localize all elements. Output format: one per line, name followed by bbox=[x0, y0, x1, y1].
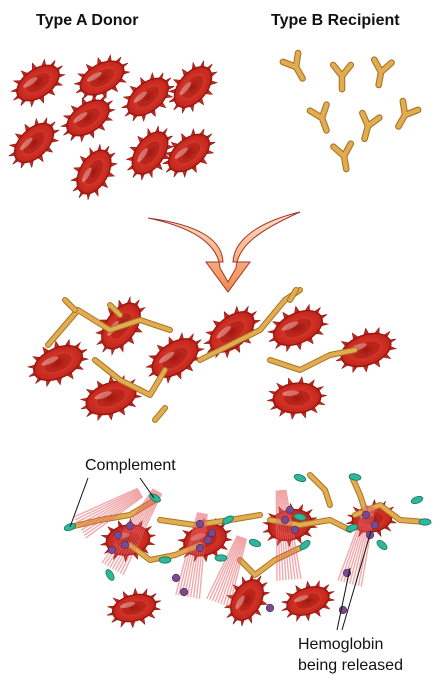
being-released-label: being released bbox=[298, 657, 403, 675]
complement-protein bbox=[375, 539, 388, 552]
free-antibody bbox=[333, 144, 355, 171]
bound-antibody bbox=[310, 475, 330, 505]
agglutinated-red-blood-cell bbox=[74, 368, 148, 428]
hemoglobin-particle bbox=[196, 544, 204, 552]
hemoglobin-particle bbox=[114, 531, 122, 539]
complement-protein bbox=[293, 473, 306, 483]
hemoglobin-particle bbox=[196, 520, 204, 528]
donor-red-blood-cell bbox=[62, 136, 126, 207]
complement-label: Complement bbox=[85, 457, 176, 475]
complement-protein bbox=[104, 568, 116, 582]
hemoglobin-label: Hemoglobin bbox=[298, 636, 383, 654]
antibody-bridge bbox=[290, 290, 296, 300]
hemoglobin-particle bbox=[204, 536, 212, 544]
free-antibody bbox=[391, 101, 418, 131]
hemoglobin-particle bbox=[291, 526, 299, 534]
bound-antibody bbox=[352, 477, 365, 510]
complement-protein bbox=[419, 519, 431, 525]
free-antibody bbox=[310, 105, 335, 134]
type-a-donor-header: Type A Donor bbox=[36, 12, 139, 30]
hemoglobin-particle bbox=[121, 541, 129, 549]
type-b-recipient-header: Type B Recipient bbox=[271, 12, 400, 30]
donor-red-blood-cell bbox=[153, 119, 224, 187]
free-antibody bbox=[370, 60, 392, 87]
hemoglobin-particle bbox=[371, 521, 379, 529]
agglutinated-red-blood-cell bbox=[265, 375, 328, 421]
complement-protein bbox=[410, 495, 423, 505]
antibody-bridge bbox=[155, 408, 165, 420]
reaction-arrow bbox=[148, 212, 300, 292]
agglutinated-red-blood-cell bbox=[260, 296, 335, 360]
lysed-red-blood-cell bbox=[275, 574, 340, 628]
free-antibody bbox=[356, 113, 379, 141]
hemoglobin-particle bbox=[362, 511, 370, 519]
donor-red-blood-cell bbox=[0, 108, 69, 178]
hemoglobin-particle bbox=[286, 506, 294, 514]
hemoglobin-particle bbox=[281, 516, 289, 524]
hemoglobin-particle bbox=[126, 522, 134, 530]
agglutinated-red-blood-cell bbox=[20, 331, 95, 395]
hemoglobin-particle bbox=[108, 546, 116, 554]
hemoglobin-particle bbox=[208, 529, 216, 537]
complement-protein bbox=[248, 538, 261, 548]
free-antibody bbox=[333, 65, 351, 89]
hemoglobin-particle bbox=[180, 588, 188, 596]
antibody-bridge bbox=[65, 300, 75, 310]
lysed-red-blood-cell bbox=[102, 583, 166, 633]
donor-red-blood-cell bbox=[2, 50, 74, 116]
hemoglobin-particle bbox=[266, 604, 274, 612]
bound-antibody bbox=[160, 515, 260, 525]
hemoglobin-particle bbox=[172, 574, 180, 582]
complement-protein bbox=[159, 557, 171, 563]
free-antibody bbox=[283, 53, 310, 83]
complement-protein bbox=[215, 555, 227, 561]
